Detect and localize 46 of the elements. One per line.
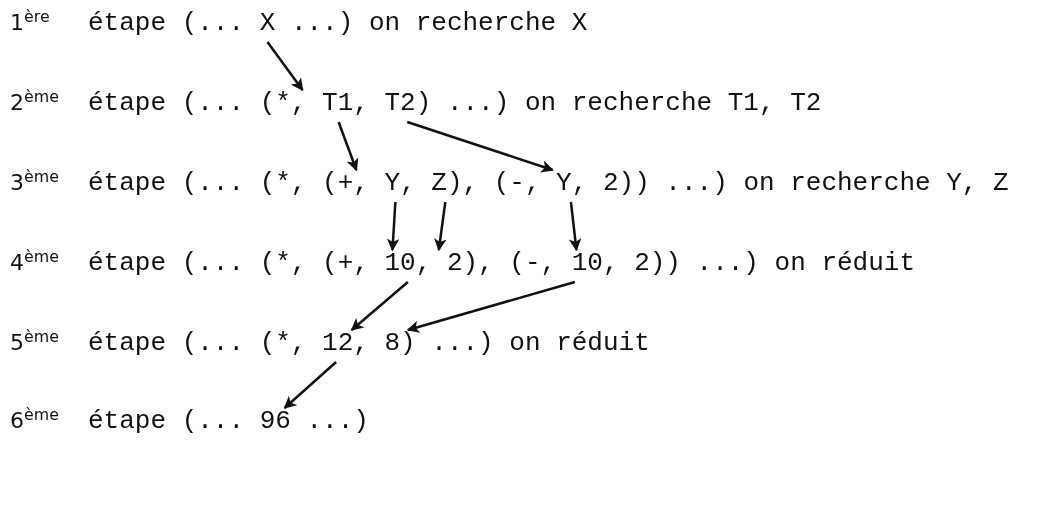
step-note: on réduit [509, 328, 650, 358]
step-label: étape [88, 168, 166, 198]
arrow [406, 120, 554, 173]
step-label: étape [88, 406, 166, 436]
arrow [568, 201, 582, 252]
expression-text: (-, Y, 2) [493, 168, 635, 198]
step-label: étape [88, 248, 166, 278]
expression-text: (... (*, [181, 168, 307, 198]
expression-text: (... [181, 88, 245, 118]
arrow [386, 201, 400, 252]
step-number: 3$^{ème}$ [10, 168, 59, 197]
expression-text: ...) [446, 88, 510, 118]
arrow [266, 41, 304, 91]
step-note: on recherche X [368, 8, 588, 38]
step-number: 2$^{ème}$ [10, 88, 59, 117]
step-number: 5$^{ème}$ [10, 328, 59, 357]
step-note: on recherche Y, Z [743, 168, 1009, 198]
expression-text: ...) [290, 8, 354, 38]
expression-text: 96 [259, 406, 291, 436]
step-label: étape [88, 88, 166, 118]
step-label: étape [88, 8, 166, 38]
expression-text: ) ...) [665, 248, 759, 278]
expression-text: (... (*, [181, 248, 307, 278]
expression-text: X [259, 8, 276, 38]
expression-text: (*, T1, T2) [259, 88, 432, 118]
step-number: 6$^{ème}$ [10, 406, 59, 435]
arrow [283, 361, 337, 409]
step-note: on réduit [774, 248, 915, 278]
arrow [337, 121, 359, 172]
arrow [406, 280, 576, 333]
expression-text: (*, 12, 8) [259, 328, 416, 358]
step-note: on recherche T1, T2 [524, 88, 822, 118]
expression-text: (+, Y, Z), [322, 168, 479, 198]
expression-text: (... [181, 328, 245, 358]
expression-text: ...) [306, 406, 369, 436]
step-number: 4$^{ème}$ [10, 248, 59, 277]
arrow [434, 201, 447, 252]
expression-text: (... [181, 8, 245, 38]
step-label: étape [88, 328, 166, 358]
expression-text: (+, 10, 2), [322, 248, 494, 278]
expression-text: ...) [431, 328, 494, 358]
expression-text: (... [181, 406, 245, 436]
expression-text: ) ...) [634, 168, 728, 198]
expression-text: (-, 10, 2) [509, 248, 666, 278]
arrow [350, 281, 409, 331]
step-number: 1$^{ère}$ [10, 8, 50, 37]
